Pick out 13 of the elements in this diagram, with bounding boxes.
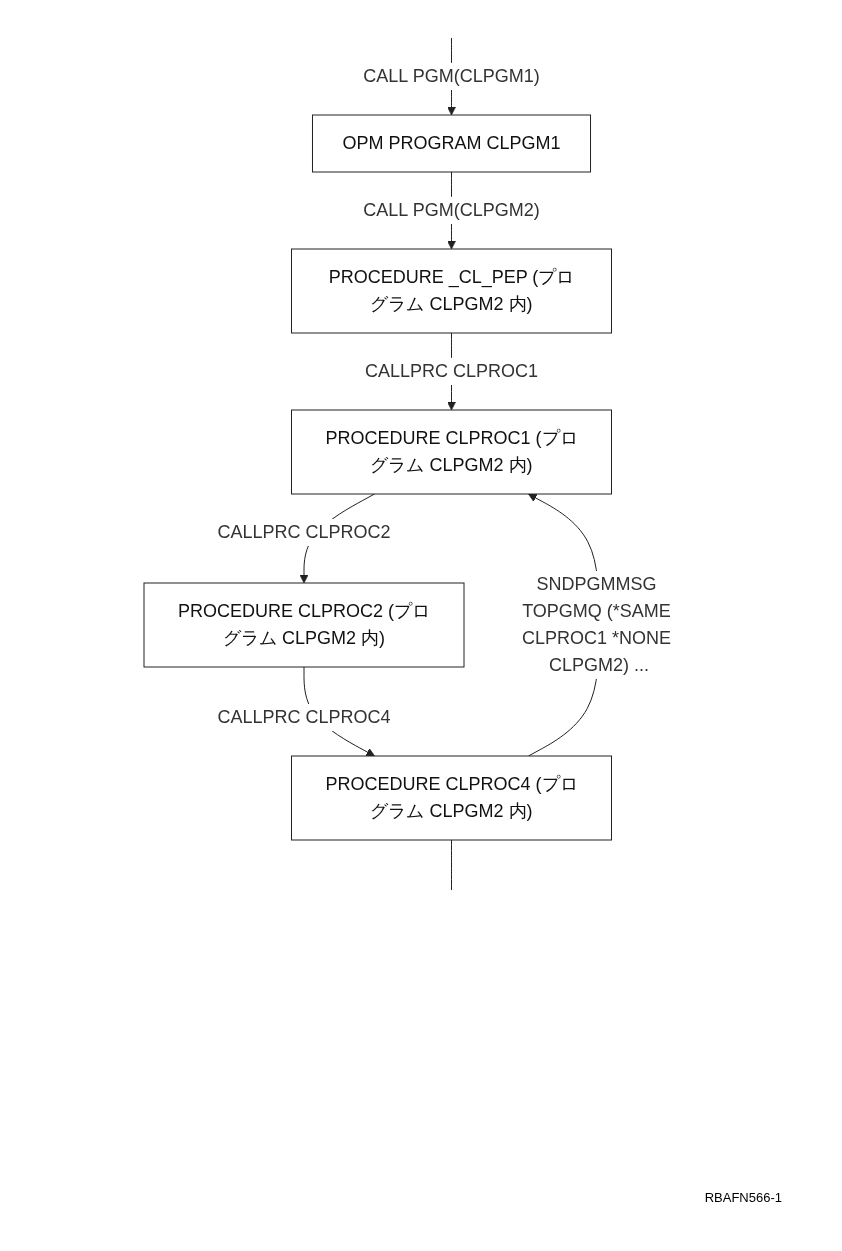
node-box: OPM PROGRAM CLPGM1: [311, 114, 591, 173]
connector: [450, 839, 452, 891]
node-box: PROCEDURE CLPROC4 (プログラム CLPGM2 内): [290, 755, 612, 841]
edge-label: CALLPRC CLPROC2: [216, 522, 391, 542]
node-box: PROCEDURE CLPROC1 (プログラム CLPGM2 内): [290, 409, 612, 495]
edge-label: CALL PGM(CLPGM2): [362, 200, 540, 220]
node-box: PROCEDURE _CL_PEP (プログラム CLPGM2 内): [290, 248, 612, 334]
edge-label: CALLPRC CLPROC1: [364, 361, 538, 381]
edge-label: CALL PGM(CLPGM1): [362, 66, 540, 86]
edge-label: SNDPGMMSG TOPGMQ (*SAME CLPROC1 *NONE CLPGM2) ...: [521, 574, 671, 675]
node-box: PROCEDURE CLPROC2 (プログラム CLPGM2 内): [143, 582, 464, 668]
edge-label: CALLPRC CLPROC4: [216, 707, 391, 727]
figure-id-label: RBAFN566-1: [703, 1190, 782, 1205]
